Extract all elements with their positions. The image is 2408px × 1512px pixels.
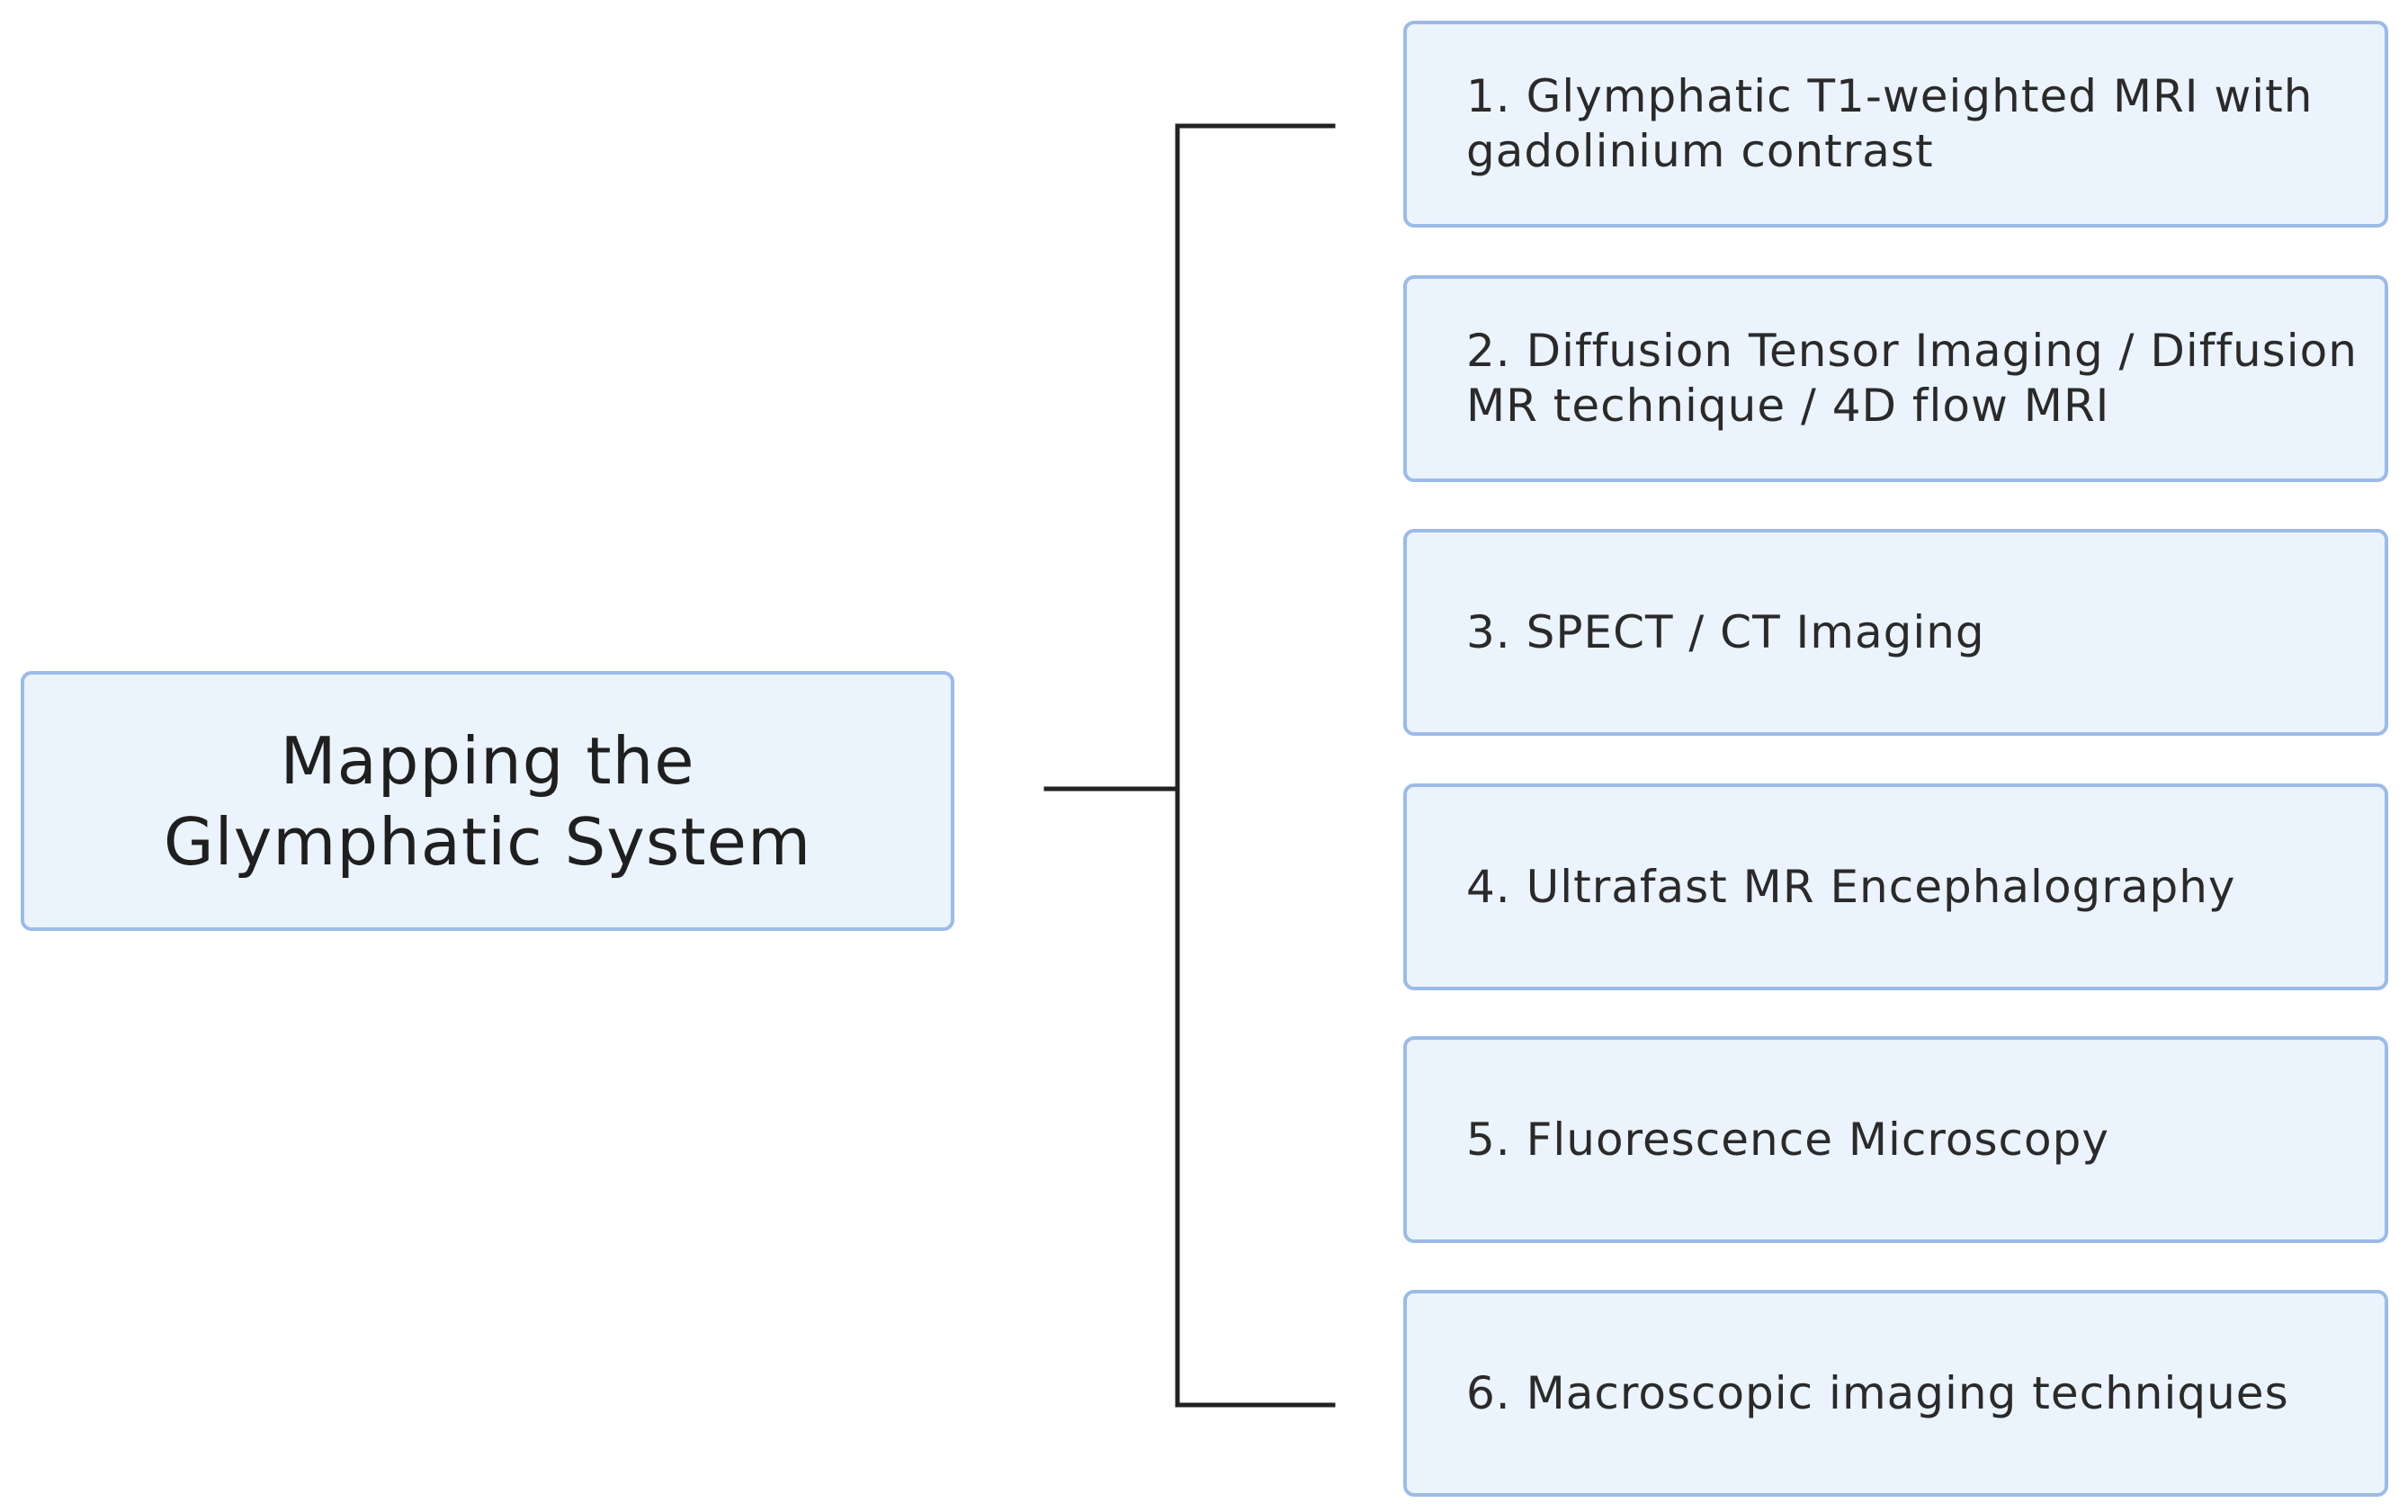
branch-node-6: 6. Macroscopic imaging techniques: [1403, 1290, 2388, 1497]
branch-node-4: 4. Ultrafast MR Encephalography: [1403, 783, 2388, 990]
branch-node-3: 3. SPECT / CT Imaging: [1403, 529, 2388, 736]
branch-node-5: 5. Fluorescence Microscopy: [1403, 1036, 2388, 1243]
branch-node-label: 1. Glymphatic T1-weighted MRI with gadol…: [1466, 70, 2314, 177]
root-node: Mapping the Glymphatic System: [21, 671, 954, 931]
branch-node-label: 6. Macroscopic imaging techniques: [1466, 1366, 2289, 1419]
branch-node-2: 2. Diffusion Tensor Imaging / Diffusion …: [1403, 275, 2388, 482]
branch-node-label: 3. SPECT / CT Imaging: [1466, 605, 1985, 658]
branch-node-label: 5. Fluorescence Microscopy: [1466, 1113, 2109, 1166]
branch-node-1: 1. Glymphatic T1-weighted MRI with gadol…: [1403, 21, 2388, 228]
root-node-title: Mapping the Glymphatic System: [163, 722, 812, 880]
branch-node-label: 2. Diffusion Tensor Imaging / Diffusion …: [1466, 325, 2358, 432]
branch-node-label: 4. Ultrafast MR Encephalography: [1466, 860, 2236, 913]
